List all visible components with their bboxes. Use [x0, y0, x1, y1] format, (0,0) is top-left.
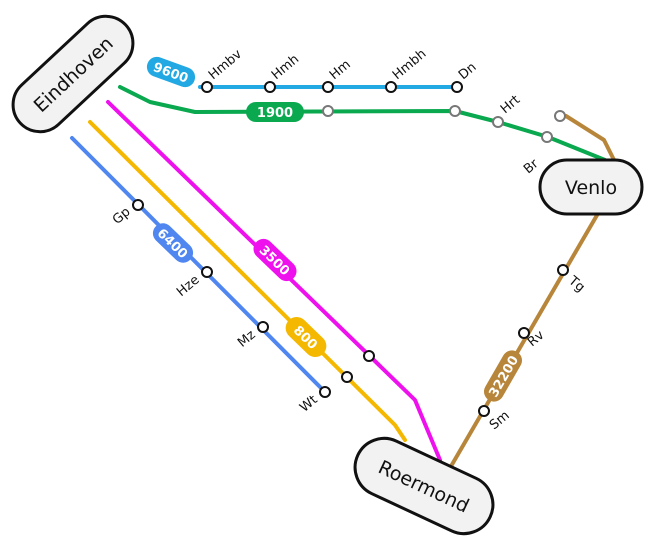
line-9600-badge[interactable]: 9600 [144, 54, 198, 90]
line-1900-label: 1900 [257, 106, 293, 121]
city-eindhoven[interactable]: Eindhoven [2, 5, 144, 143]
stop-label-wt: Wt [297, 393, 320, 416]
stop-label-hm: Hm [327, 57, 354, 83]
stop-marker-hrt[interactable] [492, 116, 504, 128]
route-lines [70, 85, 616, 470]
stop-label-dn: Dn [456, 60, 480, 83]
line-800-track [88, 120, 407, 442]
line-6400-badge[interactable]: 6400 [149, 219, 197, 267]
stop-label-hze: Hze [174, 273, 202, 300]
city-roermond[interactable]: Roermond [346, 429, 503, 543]
route-badges: 9600 1900 3500 800 6400 32200 [144, 54, 525, 405]
stop-marker-br[interactable] [541, 131, 553, 143]
stop-marker-800[interactable] [341, 371, 353, 383]
stop-marker-3500[interactable] [363, 350, 375, 362]
stop-marker-1900-hm[interactable] [322, 105, 334, 117]
line-32200-badge[interactable]: 32200 [480, 347, 525, 405]
stop-label-tg: Tg [565, 273, 588, 296]
stop-marker-32200-start[interactable] [554, 110, 566, 122]
stop-marker-sm[interactable] [478, 405, 490, 417]
stop-marker-hze[interactable] [201, 266, 213, 278]
stop-label-mz: Mz [235, 327, 259, 350]
stop-label-hrt: Hrt [498, 93, 523, 117]
stop-label-hmbh: Hmbh [390, 47, 429, 84]
line-1900-track [118, 85, 607, 162]
stop-label-sm: Sm [487, 408, 513, 433]
stop-label-hmh: Hmh [269, 52, 302, 83]
line-3500-badge[interactable]: 3500 [249, 235, 300, 286]
city-venlo[interactable]: Venlo [538, 158, 644, 216]
line-1900-badge[interactable]: 1900 [246, 102, 304, 122]
line-3500-track [106, 100, 442, 462]
stops [132, 81, 569, 417]
stop-label-gp: Gp [110, 205, 134, 228]
stop-marker-hm[interactable] [322, 81, 334, 93]
stop-label-br: Br [521, 156, 542, 177]
stop-marker-hmh[interactable] [264, 81, 276, 93]
stop-marker-hmbv[interactable] [201, 81, 213, 93]
stop-marker-hmbh[interactable] [385, 81, 397, 93]
stop-marker-rv[interactable] [518, 327, 530, 339]
stop-marker-1900-dn[interactable] [449, 105, 461, 117]
city-venlo-label: Venlo [565, 177, 617, 199]
stop-marker-wt[interactable] [319, 386, 331, 398]
stop-marker-dn[interactable] [451, 81, 463, 93]
stop-label-hmbv: Hmbv [206, 47, 245, 83]
line-6400-track [70, 136, 327, 394]
stop-marker-gp[interactable] [132, 199, 144, 211]
stop-marker-mz[interactable] [257, 321, 269, 333]
stop-marker-tg[interactable] [557, 264, 569, 276]
